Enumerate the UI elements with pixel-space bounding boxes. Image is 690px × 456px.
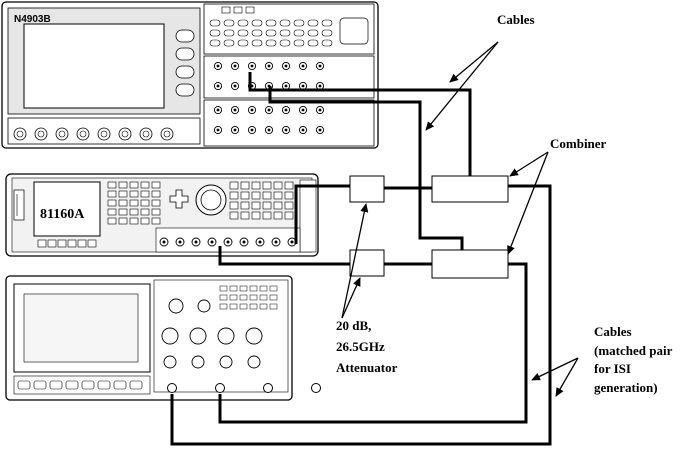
label-attenuator-3: Attenuator <box>336 360 398 375</box>
cable-gen-to-attenuator-top <box>294 184 350 244</box>
label-attenuator-1: 20 dB, <box>336 318 371 333</box>
n4903b-instrument: N4903B <box>1 1 379 149</box>
cable-bert-to-combiner-top <box>248 72 472 176</box>
n4903b-screen <box>23 23 165 109</box>
combiner-bottom <box>431 249 509 279</box>
scope-screen <box>23 293 139 363</box>
cable-gen-to-attenuator-bottom <box>218 246 350 266</box>
cables <box>170 72 552 446</box>
cable-comb-top-to-scope <box>170 184 552 446</box>
attenuator-top <box>349 175 385 203</box>
combiner-top <box>431 175 509 203</box>
n4903b-label: N4903B <box>14 14 51 25</box>
annotation-arrows <box>341 41 579 397</box>
label-combiner: Combiner <box>550 136 607 151</box>
label-cables-bottom-1: Cables <box>594 324 632 339</box>
oscilloscope-instrument <box>5 275 321 401</box>
cable-bert-to-combiner-bottom <box>268 86 464 250</box>
cable-comb-bottom-to-scope <box>218 262 528 424</box>
label-cables-bottom-2: (matched pair <box>594 343 673 358</box>
label-attenuator-2: 26.5GHz <box>336 339 385 354</box>
label-cables-bottom-4: generation) <box>594 380 658 395</box>
label-cables-top: Cables <box>497 12 535 27</box>
label-cables-bottom-3: for ISI <box>594 361 631 376</box>
81160a-label: 81160A <box>40 207 85 222</box>
81160a-instrument: 81160A <box>5 173 319 257</box>
